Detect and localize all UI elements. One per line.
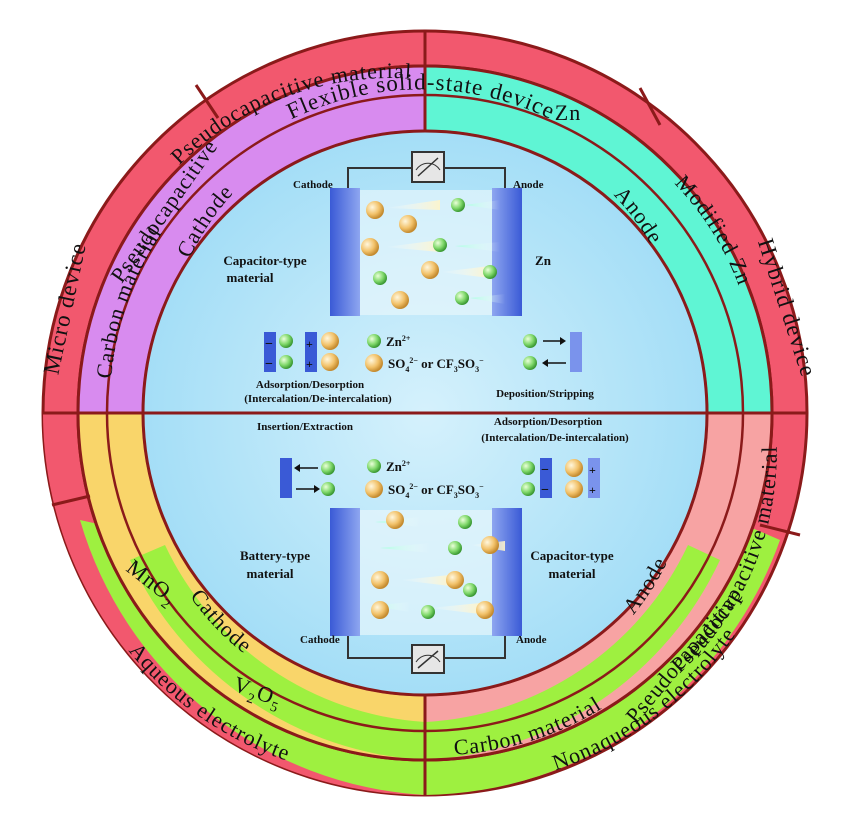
top-zn-ball [483, 265, 497, 279]
top-right-material-label: Zn [535, 253, 552, 268]
ring2-green-band-left [130, 545, 425, 760]
bottom-left-material-label-2: material [247, 566, 294, 581]
svg-text:−: − [541, 463, 549, 478]
bottom-anion-ball [386, 511, 404, 529]
bottom-process-left: Insertion/Extraction [257, 421, 353, 433]
top-adsorption-icon: − − + + [264, 332, 339, 372]
top-ion-legend: Zn2+ SO42− or CF3SO3− [365, 334, 484, 374]
bottom-left-material-label-1: Battery-type [240, 548, 310, 563]
top-cell: Cathode Anode Capacitor-type material Zn [223, 151, 552, 316]
bottom-anion-ball [476, 601, 494, 619]
top-cathode-electrode [330, 188, 360, 316]
bottom-ion-legend: Zn2+ SO42− or CF3SO3− [365, 459, 484, 500]
top-anion-ball [421, 261, 439, 279]
ring2-zn-label: Zn [555, 100, 581, 125]
bottom-process-right-2: (Intercalation/De-intercalation) [481, 432, 629, 444]
bottom-cathode-label: Cathode [300, 634, 340, 646]
svg-text:V2O5: V2O5 [229, 671, 286, 716]
bottom-right-material-label-2: material [549, 566, 596, 581]
bottom-anion-ball [371, 601, 389, 619]
bottom-zn-ball [421, 605, 435, 619]
top-anion-ball [366, 201, 384, 219]
svg-text:+: + [306, 337, 313, 351]
top-meter-icon [411, 151, 445, 183]
bottom-zn-ball [448, 541, 462, 555]
svg-text:Zn2+: Zn2+ [386, 459, 411, 474]
svg-text:Zn2+: Zn2+ [386, 334, 411, 349]
bottom-cathode-electrode [330, 508, 360, 636]
bottom-insertion-icon [280, 458, 335, 498]
bottom-anion-ball [481, 536, 499, 554]
top-deposition-icon [523, 332, 582, 372]
bottom-anode-electrode [492, 508, 522, 636]
top-anion-ball [361, 238, 379, 256]
svg-text:−: − [541, 483, 549, 498]
bottom-zn-ball [458, 515, 472, 529]
bottom-adsorption-icon: − − + + [521, 458, 600, 498]
top-left-material-label-2: material [227, 270, 274, 285]
ring2-green-band-right [425, 545, 720, 760]
top-zn-ball [451, 198, 465, 212]
top-anode-label: Anode [513, 179, 544, 191]
bottom-anion-ball [446, 571, 464, 589]
bottom-right-material-label-1: Capacitor-type [530, 548, 614, 563]
ring2-v2o5-label: V2O5 [229, 671, 286, 716]
top-process-left-1: Adsorption/Desorption [256, 379, 364, 391]
bottom-anion-ball [371, 571, 389, 589]
bottom-anode-label: Anode [516, 634, 547, 646]
svg-text:+: + [589, 463, 596, 477]
top-anion-ball [399, 215, 417, 233]
svg-text:SO42− or CF3SO3−: SO42− or CF3SO3− [388, 482, 484, 500]
svg-text:+: + [306, 357, 313, 371]
top-zn-ball [455, 291, 469, 305]
svg-text:−: − [265, 357, 273, 372]
top-zn-ball [373, 271, 387, 285]
top-anion-ball [391, 291, 409, 309]
svg-text:SO42− or CF3SO3−: SO42− or CF3SO3− [388, 356, 484, 374]
top-process-right: Deposition/Stripping [496, 388, 594, 400]
bottom-meter-icon [411, 644, 445, 674]
svg-text:+: + [589, 483, 596, 497]
bottom-process-right-1: Adsorption/Desorption [494, 416, 602, 428]
svg-text:−: − [265, 337, 273, 352]
top-left-material-label-1: Capacitor-type [223, 253, 307, 268]
top-process-left-2: (Intercalation/De-intercalation) [244, 393, 392, 405]
bottom-zn-ball [463, 583, 477, 597]
bottom-cell: Cathode Anode Battery-type material Capa… [240, 508, 614, 674]
top-cathode-label: Cathode [293, 179, 333, 191]
top-zn-ball [433, 238, 447, 252]
